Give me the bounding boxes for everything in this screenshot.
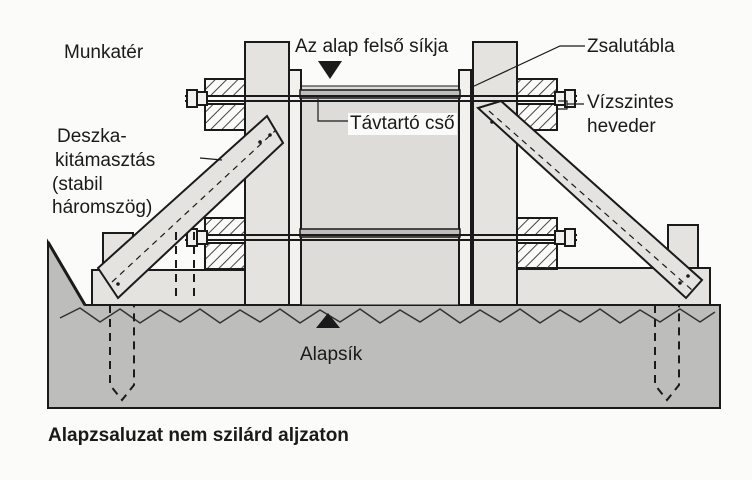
diagonal-brace-right xyxy=(476,99,704,300)
vertical-post-right xyxy=(472,41,518,306)
label-alapsik: Alapsík xyxy=(300,344,363,365)
waler-top-left-2 xyxy=(204,103,246,131)
label-munkater: Munkatér xyxy=(64,42,144,63)
label-zsalutabla: Zsalutábla xyxy=(587,36,675,57)
label-deszka-4: háromszög) xyxy=(52,197,153,218)
tie-rod-top xyxy=(185,89,577,108)
waler-top-left-1 xyxy=(204,78,246,97)
label-deszka-3: (stabil xyxy=(52,174,103,195)
tie-rod-bottom xyxy=(185,228,577,247)
formwork-panel-left xyxy=(288,69,302,306)
label-deszka-2: kitámasztás xyxy=(55,150,156,171)
spacer-tube-top xyxy=(299,89,461,99)
figure-caption: Alapzsaluzat nem szilárd aljzaton xyxy=(48,425,349,446)
top-level-marker xyxy=(318,61,342,79)
waler-top-right-1 xyxy=(516,78,558,97)
label-alap-felso-sikja: Az alap felső síkja xyxy=(293,36,451,58)
label-heveder: heveder xyxy=(587,116,656,137)
spacer-tube-bottom xyxy=(299,228,461,238)
label-deszka-1: Deszka- xyxy=(57,126,127,147)
label-tavtarto-cso: Távtartó cső xyxy=(348,113,457,135)
waler-bottom-left-2 xyxy=(204,242,246,270)
waler-bottom-right-2 xyxy=(516,242,558,270)
soil-ground xyxy=(46,238,721,409)
label-vizszintes: Vízszintes xyxy=(587,92,674,113)
leader-lines xyxy=(199,45,585,161)
diagonal-brace-left xyxy=(96,114,285,300)
waler-bottom-left-1 xyxy=(204,217,246,236)
base-level-marker xyxy=(316,313,340,328)
formwork-panel-right xyxy=(458,69,472,306)
waler-bottom-right-1 xyxy=(516,217,558,236)
formwork-diagram xyxy=(46,41,721,409)
